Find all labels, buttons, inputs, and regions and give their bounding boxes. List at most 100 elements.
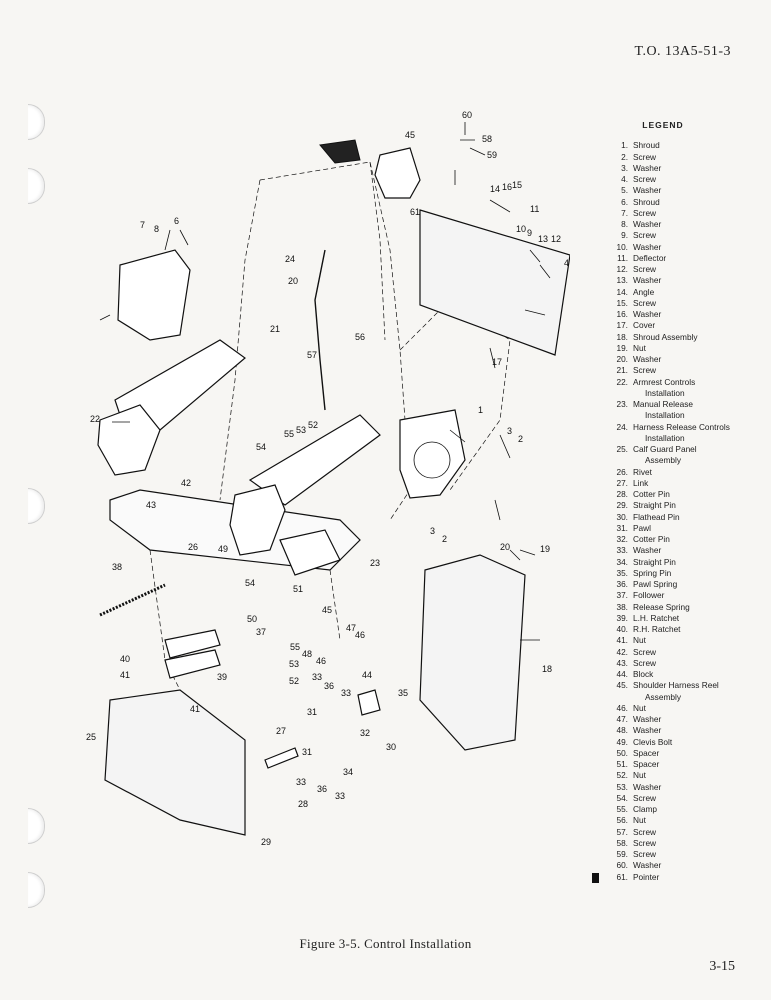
legend-item-number: 28. [616, 489, 628, 499]
legend-item: 46.Nut [598, 703, 758, 714]
legend-item-label: Washer [633, 545, 662, 556]
legend-item-label: Pawl [633, 522, 651, 533]
legend-item-label: Screw [633, 264, 657, 274]
legend-item-number: 11. [617, 252, 628, 263]
legend-item: 42.Screw [598, 647, 758, 658]
legend-item-number: 25. [616, 444, 628, 454]
legend-item-label: Screw [633, 207, 657, 218]
callout-27: 27 [276, 726, 286, 736]
legend-item-number: 4. [621, 174, 628, 184]
figure-caption: Figure 3-5. Control Installation [299, 936, 472, 951]
legend-item-label: Screw [633, 837, 657, 848]
legend-item: 47. Washer [598, 714, 758, 725]
callout-23: 23 [370, 558, 380, 568]
legend-item-label: Nut [633, 635, 646, 646]
legend-item: 52.Nut [598, 770, 758, 781]
legend-item-number: 2. [621, 151, 628, 162]
legend-item-label: Screw [633, 792, 657, 803]
legend-item-number: 45. [616, 680, 628, 691]
legend-item-number: 54. [616, 792, 628, 803]
callout-51: 51 [293, 584, 303, 594]
callout-46: 46 [316, 656, 326, 666]
legend-item: 3.Washer [598, 163, 758, 174]
legend-item: 53.Washer [598, 782, 758, 793]
legend-item-number: 3. [621, 162, 628, 173]
legend-item-number: 41. [616, 635, 628, 646]
callout-20: 20 [500, 542, 510, 552]
callout-33: 33 [312, 672, 322, 682]
legend-item-label: R.H. Ratchet [633, 624, 681, 634]
legend-item: 34.Straight Pin [598, 557, 758, 568]
legend-item: 13.Washer [598, 275, 758, 286]
legend-item-number: 33. [616, 545, 628, 556]
legend-item-number: 38. [616, 601, 628, 612]
callout-45: 45 [322, 605, 332, 615]
callout-42: 42 [181, 478, 191, 488]
callout-53: 53 [296, 425, 306, 435]
legend-item-label: L.H. Ratchet [633, 612, 680, 623]
pointer-hand [319, 139, 361, 164]
callout-31: 31 [302, 747, 312, 757]
callout-25: 25 [86, 732, 96, 742]
legend-item: 31.Pawl [598, 523, 758, 534]
callout-17: 17 [492, 357, 502, 367]
legend-item-label: Shroud [633, 196, 660, 207]
legend-item: 18.Shroud Assembly [598, 332, 758, 343]
legend-item: 26.Rivet [598, 467, 758, 478]
legend-item-number: 8. [621, 219, 628, 229]
legend-item-label: Washer [633, 219, 662, 229]
callout-57: 57 [307, 350, 317, 360]
legend-item-number: 58. [616, 837, 628, 848]
legend-item: 10.Washer [598, 242, 758, 253]
legend-item: 58. Screw [598, 838, 758, 849]
callout-33: 33 [296, 777, 306, 787]
legend-item-label: Washer [633, 241, 662, 252]
legend-item-number: 20. [616, 354, 628, 364]
callout-3: 3 [507, 426, 512, 436]
callout-12: 12 [551, 234, 561, 244]
callout-9: 9 [527, 228, 532, 238]
legend-item: 51.Spacer [598, 759, 758, 770]
legend-item-label: Clevis Bolt [633, 736, 673, 747]
legend-item-label: Screw [633, 174, 657, 184]
callout-50: 50 [247, 614, 257, 624]
legend-item-label: Washer [633, 714, 662, 724]
legend-item-label: Nut [633, 815, 646, 826]
legend-item: 9.Screw [598, 230, 758, 241]
legend-item-label: Flathead Pin [633, 511, 680, 522]
legend-item: 19.Nut [598, 343, 758, 354]
change-bar-marker [592, 872, 599, 883]
callout-45: 45 [405, 130, 415, 140]
callout-47: 47 [346, 623, 356, 633]
callout-58: 58 [482, 134, 492, 144]
legend-item: 36.Pawl Spring [598, 579, 758, 590]
legend-item-number: 43. [616, 657, 628, 668]
legend-item-number: 6. [621, 196, 628, 207]
callout-60: 60 [462, 110, 472, 120]
document-number: T.O. 13A5-51-3 [634, 44, 731, 59]
legend-item-number: 47. [616, 714, 628, 724]
legend-item-label: Angle [633, 286, 655, 297]
legend-item: 17.Cover [598, 320, 758, 331]
callout-48: 48 [302, 649, 312, 659]
callout-56: 56 [355, 332, 365, 342]
legend-item: 39. L.H. Ratchet [598, 613, 758, 624]
legend-item-number: 9. [621, 230, 628, 241]
legend-item-label: Washer [633, 781, 662, 792]
legend-item: 48.Washer [598, 725, 758, 736]
legend-item-label: Block [633, 669, 654, 679]
legend-item-number: 52. [616, 770, 628, 781]
callout-31: 31 [307, 707, 317, 717]
legend-item-label: Clamp [633, 804, 657, 814]
legend-item: 50.Spacer [598, 748, 758, 759]
legend-item-number: 39. [616, 612, 628, 623]
calf-guard-panel [104, 689, 246, 836]
legend-item-label: Nut [633, 702, 646, 713]
legend-item-label: Washer [633, 860, 662, 871]
callout-4: 4 [564, 258, 569, 268]
legend-item-number: 12. [616, 264, 628, 274]
binder-hole [28, 808, 45, 844]
